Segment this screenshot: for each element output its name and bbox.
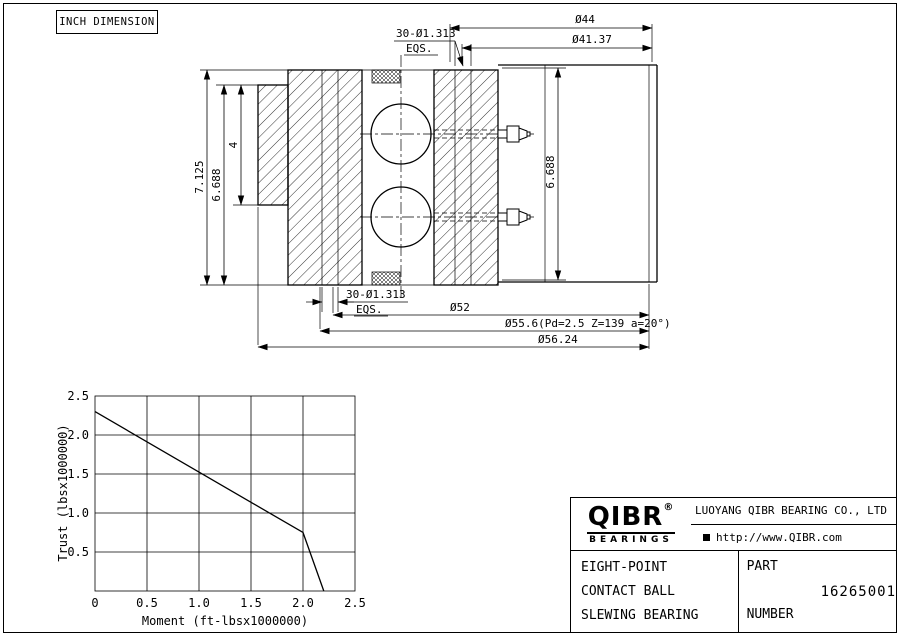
y-tick-label: 2.5: [67, 389, 89, 403]
dim-dia-55-6: Ø55.6(Pd=2.5 Z=139 a=20°): [505, 317, 671, 330]
load-curve-chart: 2.5 2.0 1.5 1.0 0.5 0 0.5 1.0 1.5 2.0 2.…: [56, 389, 366, 628]
dim-top-holes-eqs: EQS.: [406, 42, 433, 55]
chart-x-axis-title: Moment (ft-lbsx1000000): [142, 614, 308, 628]
part-number-cell: PART NUMBER 16265001: [739, 551, 896, 632]
website-bullet-icon: [703, 533, 710, 541]
dim-height-6688-right: 6.688: [544, 155, 557, 188]
registered-trademark-icon: ®: [663, 501, 675, 513]
dim-top-holes: 30-Ø1.313: [396, 27, 456, 40]
outer-ring-section: [287, 69, 363, 286]
product-name: EIGHT-POINT CONTACT BALL SLEWING BEARING: [571, 551, 739, 632]
title-block-header-row: QIBR® BEARINGS LUOYANG QIBR BEARING CO.,…: [571, 498, 896, 551]
title-block: QIBR® BEARINGS LUOYANG QIBR BEARING CO.,…: [570, 497, 896, 632]
product-name-line: SLEWING BEARING: [581, 608, 699, 624]
chart-y-ticks: 2.5 2.0 1.5 1.0 0.5: [67, 389, 89, 559]
company-name: LUOYANG QIBR BEARING CO., LTD: [691, 498, 896, 525]
part-number-value: 16265001: [820, 583, 896, 600]
x-tick-label: 0.5: [136, 596, 158, 610]
product-name-line: EIGHT-POINT: [581, 559, 668, 575]
company-info: LUOYANG QIBR BEARING CO., LTD http://www…: [691, 498, 896, 550]
brand-subtitle: BEARINGS: [587, 531, 675, 545]
x-tick-label: 0: [91, 596, 98, 610]
inch-dimension-box: INCH DIMENSION: [56, 10, 158, 34]
dimensions: 7.125 6.688 4 30-Ø1.313 EQS. Ø44 Ø41.37 …: [193, 13, 671, 351]
x-tick-label: 2.0: [292, 596, 314, 610]
grease-fitting-lower: [434, 208, 531, 226]
x-tick-label: 1.5: [240, 596, 262, 610]
dim-dia-56-24: Ø56.24: [538, 333, 578, 346]
bearing-section-drawing: 7.125 6.688 4 30-Ø1.313 EQS. Ø44 Ø41.37 …: [193, 13, 671, 351]
y-tick-label: 1.0: [67, 506, 89, 520]
product-name-line: CONTACT BALL: [581, 583, 675, 599]
x-tick-label: 2.5: [344, 596, 366, 610]
dim-dia-44: Ø44: [575, 13, 595, 26]
chart-grid: [94, 395, 356, 592]
dim-height-6688-left: 6.688: [210, 168, 223, 201]
part-label-line: NUMBER: [746, 607, 794, 622]
dim-bottom-holes: 30-Ø1.313: [346, 288, 406, 301]
y-tick-label: 0.5: [67, 545, 89, 559]
qibr-logo: QIBR® BEARINGS: [571, 498, 691, 550]
mating-structure-outline: [498, 64, 658, 283]
chart-x-ticks: 0 0.5 1.0 1.5 2.0 2.5: [91, 596, 365, 610]
dim-dia-41-37: Ø41.37: [572, 33, 612, 46]
part-label-line: PART: [746, 559, 778, 574]
gear-rim-section: [257, 84, 289, 206]
grease-fitting-upper: [434, 125, 531, 143]
seal-bottom: [371, 271, 401, 286]
section-geometry: [257, 55, 658, 300]
brand-name: QIBR: [587, 501, 664, 532]
dim-bottom-holes-eqs: EQS.: [356, 303, 383, 316]
company-website-row: http://www.QIBR.com: [691, 525, 896, 551]
brand-wordmark: QIBR®: [587, 501, 675, 532]
chart-y-axis-title: Trust (lbsx1000000): [56, 424, 70, 561]
title-block-body-row: EIGHT-POINT CONTACT BALL SLEWING BEARING…: [571, 551, 896, 632]
dim-dia-52: Ø52: [450, 301, 470, 314]
website-url: http://www.QIBR.com: [716, 530, 842, 544]
dim-height-4: 4: [227, 141, 240, 148]
part-number-label: PART NUMBER: [739, 551, 821, 632]
y-tick-label: 1.5: [67, 467, 89, 481]
dim-height-7125: 7.125: [193, 160, 206, 193]
y-tick-label: 2.0: [67, 428, 89, 442]
seal-top: [371, 69, 401, 84]
inner-ring-section: [433, 69, 499, 286]
x-tick-label: 1.0: [188, 596, 210, 610]
chart-line: [94, 411, 325, 592]
inch-dimension-label: INCH DIMENSION: [59, 16, 155, 28]
